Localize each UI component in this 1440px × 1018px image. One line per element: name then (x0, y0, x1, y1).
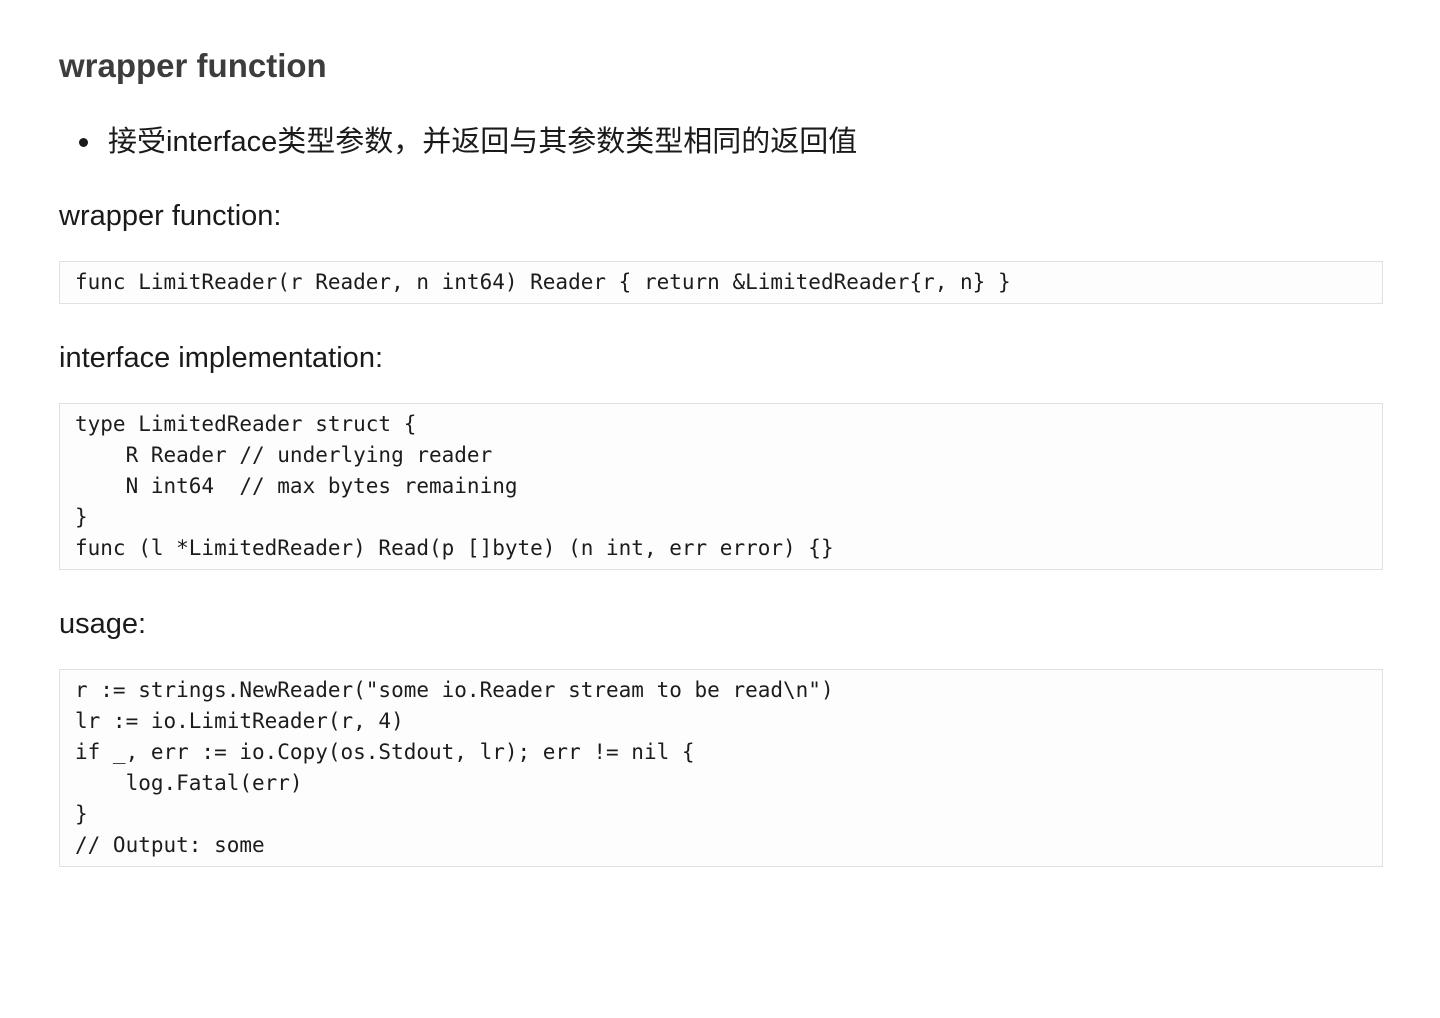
code-line: type LimitedReader struct { (75, 412, 417, 436)
bullet-text: 接受interface类型参数，并返回与其参数类型相同的返回值 (108, 126, 858, 158)
code-line: R Reader // underlying reader (75, 443, 493, 467)
code-line: } (75, 802, 88, 826)
code-line: // Output: some (75, 833, 265, 857)
code-block-interface-implementation: type LimitedReader struct { R Reader // … (59, 403, 1383, 570)
code-line: if _, err := io.Copy(os.Stdout, lr); err… (75, 740, 695, 764)
code-block-usage: r := strings.NewReader("some io.Reader s… (59, 669, 1383, 867)
code-line: N int64 // max bytes remaining (75, 474, 518, 498)
code-line: r := strings.NewReader("some io.Reader s… (75, 678, 834, 702)
section-label-usage: usage: (59, 608, 147, 640)
code-line: } (75, 505, 88, 529)
code-line: func (l *LimitedReader) Read(p []byte) (… (75, 536, 834, 560)
page-title: wrapper function (59, 47, 327, 84)
bullet-icon (79, 138, 88, 147)
list-item: 接受interface类型参数，并返回与其参数类型相同的返回值 (59, 122, 1383, 162)
code-block-wrapper-function: func LimitReader(r Reader, n int64) Read… (59, 261, 1383, 304)
section-label-interface-implementation: interface implementation: (59, 342, 383, 374)
bullet-list: 接受interface类型参数，并返回与其参数类型相同的返回值 (59, 122, 1383, 162)
section-label-wrapper-function: wrapper function: (59, 200, 282, 232)
code-line: func LimitReader(r Reader, n int64) Read… (75, 270, 1011, 294)
code-line: log.Fatal(err) (75, 771, 303, 795)
code-line: lr := io.LimitReader(r, 4) (75, 709, 404, 733)
